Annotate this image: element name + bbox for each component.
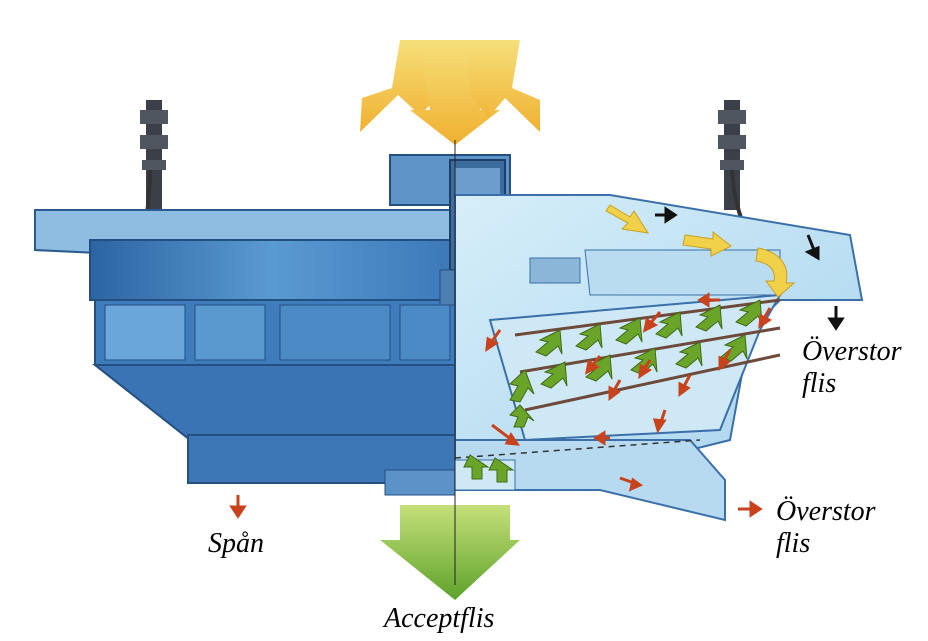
inflow-arrow-group <box>360 40 540 145</box>
accept-arrow <box>380 505 520 600</box>
oversize-bottom-label: Överstor flis <box>776 496 876 560</box>
oversize-top-label: Överstor flis <box>802 336 902 400</box>
fines-arrow <box>229 495 247 519</box>
fines-label: Spån <box>208 528 264 559</box>
green-flow-arrows <box>463 299 763 483</box>
right-suspension-rod <box>718 100 747 231</box>
accept-label: Acceptflis <box>384 603 495 634</box>
oversize-bottom-label-line2: flis <box>776 528 811 559</box>
oversize-top-arrows <box>655 206 845 331</box>
yellow-flow-arrows <box>605 204 796 298</box>
oversize-bottom-arrow <box>738 500 763 518</box>
machine-cutaway-right <box>454 194 864 522</box>
oversize-top-label-line2: flis <box>802 368 837 399</box>
oversize-top-label-line1: Överstor <box>802 336 902 367</box>
oversize-bottom-label-line1: Överstor <box>776 496 876 527</box>
machine-exterior-left <box>34 209 456 496</box>
red-flow-arrows <box>485 292 772 492</box>
inflow-arrow-right <box>465 40 540 132</box>
